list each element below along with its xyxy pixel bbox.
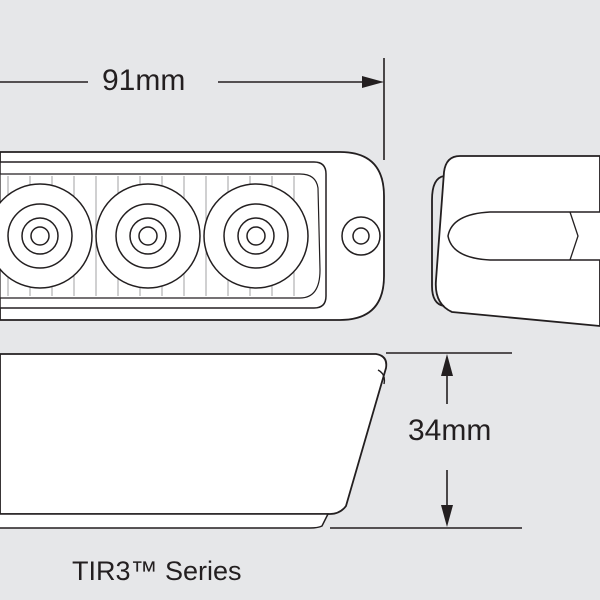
led-3 — [203, 183, 309, 289]
led-2 — [95, 183, 201, 289]
mounting-hole — [341, 216, 381, 256]
lamp-bottom-view — [0, 353, 388, 529]
height-dimension-label: 34mm — [408, 414, 492, 447]
height-arrowhead-top — [441, 354, 453, 376]
lamp-side-view — [431, 155, 600, 327]
width-arrowhead — [362, 76, 384, 88]
lamp-front-view — [0, 151, 385, 321]
led-1 — [0, 183, 93, 289]
width-dimension-label: 91mm — [102, 64, 186, 97]
width-dimension-line — [0, 58, 385, 160]
cable-gland — [447, 211, 600, 261]
height-dimension-line — [330, 352, 522, 529]
height-arrowhead-bottom — [441, 505, 453, 527]
series-caption: TIR3™ Series — [72, 556, 242, 586]
